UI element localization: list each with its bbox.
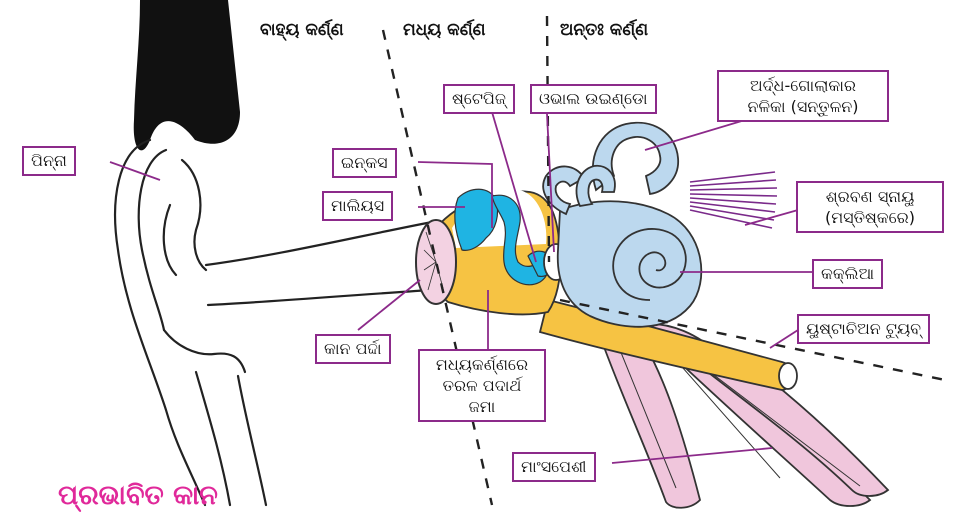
fluid-line2: ତରଳ ପଦାର୍ଥ [427, 375, 537, 396]
semicircular-canals-line1: ଅର୍ଦ୍ଧ-ଗୋଲାକାର [726, 75, 880, 96]
outer-ear-header: ବାହ୍ୟ କର୍ଣ୍ଣ [260, 20, 344, 40]
inner-ear-header: ଅନ୍ତଃ କର୍ଣ୍ଣ [560, 20, 648, 40]
label-eustachian-tube: ୟୁଷ୍ଟାଚିଅନ ଟ୍ୟୁବ୍ [797, 314, 930, 344]
label-cochlea: କକ୍‌ଲିଆ [812, 259, 883, 289]
auditory-nerve-line1: ଶ୍ରବଣ ସ୍ନାୟୁ [805, 186, 935, 207]
label-eardrum: କାନ ପର୍ଦ୍ଦା [315, 334, 391, 364]
fluid-line3: ଜମା [427, 396, 537, 417]
fluid-line1: ମଧ୍ୟକର୍ଣ୍ଣରେ [427, 354, 537, 375]
label-semicircular-canals: ଅର୍ଦ୍ଧ-ଗୋଲାକାର ନଳିକା (ସନ୍ତୁଳନ) [717, 70, 889, 122]
label-auditory-nerve: ଶ୍ରବଣ ସ୍ନାୟୁ (ମସ୍ତିଷ୍କରେ) [796, 181, 944, 233]
label-oval-window: ଓଭାଲ ଉଇଣ୍ଡୋ [530, 84, 657, 114]
label-pinna: ପିନ୍ନା [22, 146, 76, 176]
label-malleus: ମାଲିୟସ [322, 191, 393, 221]
semicircular-canals-line2: ନଳିକା (ସନ୍ତୁଳନ) [726, 96, 880, 117]
auditory-nerve-line2: (ମସ୍ତିଷ୍କରେ) [805, 207, 935, 228]
label-muscles: ମାଂସପେଶୀ [512, 452, 596, 482]
diagram-title: ପ୍ରଭାବିତ କାନ [58, 480, 218, 512]
hair-shape [134, 0, 240, 150]
inner-ear-shape [543, 123, 701, 327]
tube-opening [779, 363, 797, 389]
label-middle-ear-fluid: ମଧ୍ୟକର୍ଣ୍ଣରେ ତରଳ ପଦାର୍ଥ ଜମା [418, 349, 546, 422]
label-incus: ଇନ୍‌କସ [332, 148, 397, 178]
label-stapes: ଷ୍ଟେପିଜ୍ [443, 84, 515, 114]
middle-ear-header: ମଧ୍ୟ କର୍ଣ୍ଣ [403, 20, 485, 40]
